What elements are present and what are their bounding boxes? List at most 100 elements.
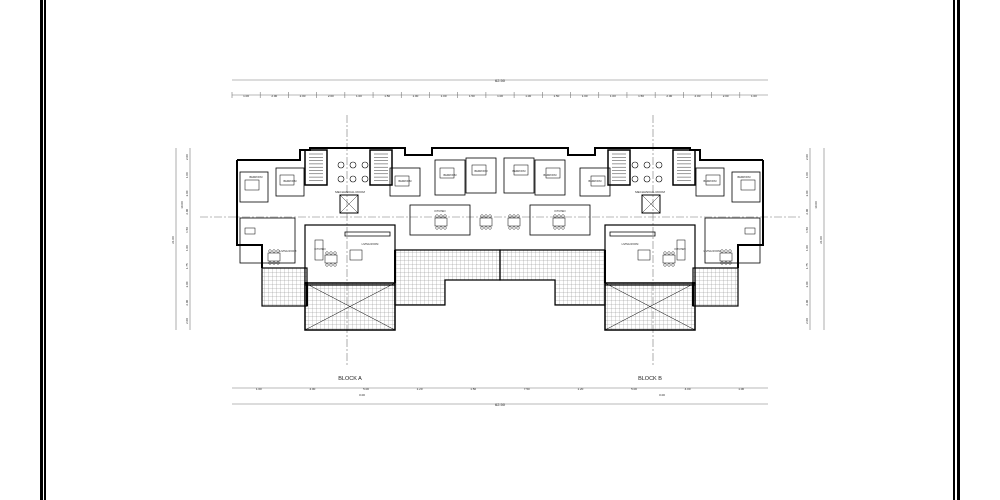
stair-core	[369, 149, 393, 186]
frame-border-right-outer	[957, 0, 960, 500]
bottom-dimension-label: 1.00	[738, 387, 744, 391]
chair-icon	[325, 263, 329, 267]
chair-icon	[333, 251, 337, 255]
room-label-bedroom: BEDROOM	[444, 174, 457, 177]
chair-icon	[325, 251, 329, 255]
room-label-kitchen: KITCHEN	[435, 210, 446, 213]
bed-icon	[279, 174, 295, 186]
chair-icon	[439, 214, 443, 218]
bottom-dimension-label: 4.00	[685, 387, 691, 391]
side-dimension-label: 2.00	[805, 154, 809, 160]
chair-icon	[272, 249, 276, 253]
bedroom	[389, 167, 421, 197]
frame-border-left-inner	[44, 0, 46, 500]
block-b-label: BLOCK B	[638, 376, 662, 382]
balcony-terrace	[261, 267, 308, 307]
room-label-bedroom: BEDROOM	[284, 180, 297, 183]
bed-icon	[244, 179, 260, 191]
living-area	[239, 217, 296, 264]
kitchen	[409, 204, 471, 236]
chair-icon	[435, 214, 439, 218]
exterior-wall	[236, 147, 500, 306]
window-frame	[344, 231, 391, 237]
side-total-label: 21.00	[819, 236, 823, 244]
top-dimension-label: 2.00	[723, 94, 729, 98]
room-label-mechanical: MECHANICAL ROOM	[635, 190, 665, 194]
side-dimension-label: 1.00	[185, 245, 189, 251]
top-dimension-label: 2.00	[328, 94, 334, 98]
level-mark-label: 0.00	[659, 393, 665, 397]
bottom-dimension-label: 7.50	[524, 387, 530, 391]
living-area	[304, 224, 396, 286]
side-subtotal-label: 10.00	[814, 201, 818, 209]
room-label-kitchen: KITCHEN	[675, 248, 686, 251]
lift-cross	[339, 194, 359, 214]
room-label-living: LIVING ROOM	[704, 250, 721, 253]
top-dimension-label: 2.00	[300, 94, 306, 98]
bed-icon	[394, 175, 410, 187]
side-dimension-label: 1.75	[805, 263, 809, 269]
top-dimension-label: 1.50	[553, 94, 559, 98]
central-terrace	[394, 249, 501, 306]
chair-icon	[435, 226, 439, 230]
room-label-bedroom: BEDROOM	[513, 170, 526, 173]
room-label-bedroom: BEDROOM	[704, 180, 717, 183]
top-dimension-label: 1.00	[582, 94, 588, 98]
room-label-bedroom: BEDROOM	[544, 174, 557, 177]
side-dimension-label: 2.00	[185, 208, 189, 214]
side-dimension-label: 2.00	[805, 208, 809, 214]
side-dimension-label: 2.00	[805, 299, 809, 305]
chair-icon	[329, 263, 333, 267]
block-a-label: BLOCK A	[338, 376, 362, 382]
room-label-bedroom: BEDROOM	[475, 170, 488, 173]
side-dimension-label: 2.00	[805, 318, 809, 324]
kitchen-counter-icon	[244, 227, 256, 235]
top-dimension-label: 1.00	[610, 94, 616, 98]
chair-icon	[480, 214, 484, 218]
bottom-dimension-label: 1.20	[417, 387, 423, 391]
chair-icon	[329, 251, 333, 255]
side-dimension-label: 1.50	[805, 227, 809, 233]
room-label-living: LIVING ROOM	[622, 243, 639, 246]
side-dimension-label: 2.00	[185, 154, 189, 160]
side-dimension-label: 2.00	[185, 299, 189, 305]
table-icon	[479, 217, 493, 227]
stair-core	[304, 149, 328, 186]
equipment-icon	[337, 161, 345, 169]
room-label-mechanical: MECHANICAL ROOM	[335, 190, 365, 194]
top-dimension-label: 1.50	[384, 94, 390, 98]
chair-icon	[333, 263, 337, 267]
top-dimension-label: 1.00	[441, 94, 447, 98]
chair-icon	[268, 249, 272, 253]
bed-icon	[439, 167, 455, 179]
side-subtotal-label: 10.00	[180, 201, 184, 209]
room-label-living: LIVING ROOM	[280, 250, 297, 253]
chair-icon	[276, 249, 280, 253]
frame-border-left-outer	[40, 0, 43, 500]
frame-border-right-inner	[953, 0, 955, 500]
table-icon	[324, 254, 338, 264]
chair-icon	[480, 226, 484, 230]
bottom-dimension-label: 1.50	[470, 387, 476, 391]
equipment-icon	[361, 161, 369, 169]
top-dimension-label: 1.00	[412, 94, 418, 98]
side-dimension-label: 1.00	[805, 245, 809, 251]
bedroom	[465, 157, 497, 194]
side-total-label: 21.00	[171, 236, 175, 244]
table-icon	[267, 252, 281, 262]
chair-icon	[488, 214, 492, 218]
top-dimension-label: 2.00	[666, 94, 672, 98]
bedroom	[434, 159, 466, 196]
overall-dimension-bottom-label: 62.50	[495, 402, 506, 407]
side-dimension-label: 2.00	[185, 281, 189, 287]
side-dimension-label: 2.00	[805, 281, 809, 287]
bottom-dimension-label: 4.00	[309, 387, 315, 391]
side-dimension-label: 1.75	[185, 263, 189, 269]
overall-dimension-top-label: 62.50	[495, 78, 506, 83]
chair-icon	[276, 261, 280, 265]
terrace-cross	[304, 282, 396, 331]
room-label-living: LIVING ROOM	[362, 243, 379, 246]
top-dimension-label: 2.00	[271, 94, 277, 98]
block-a-plan	[236, 147, 501, 331]
